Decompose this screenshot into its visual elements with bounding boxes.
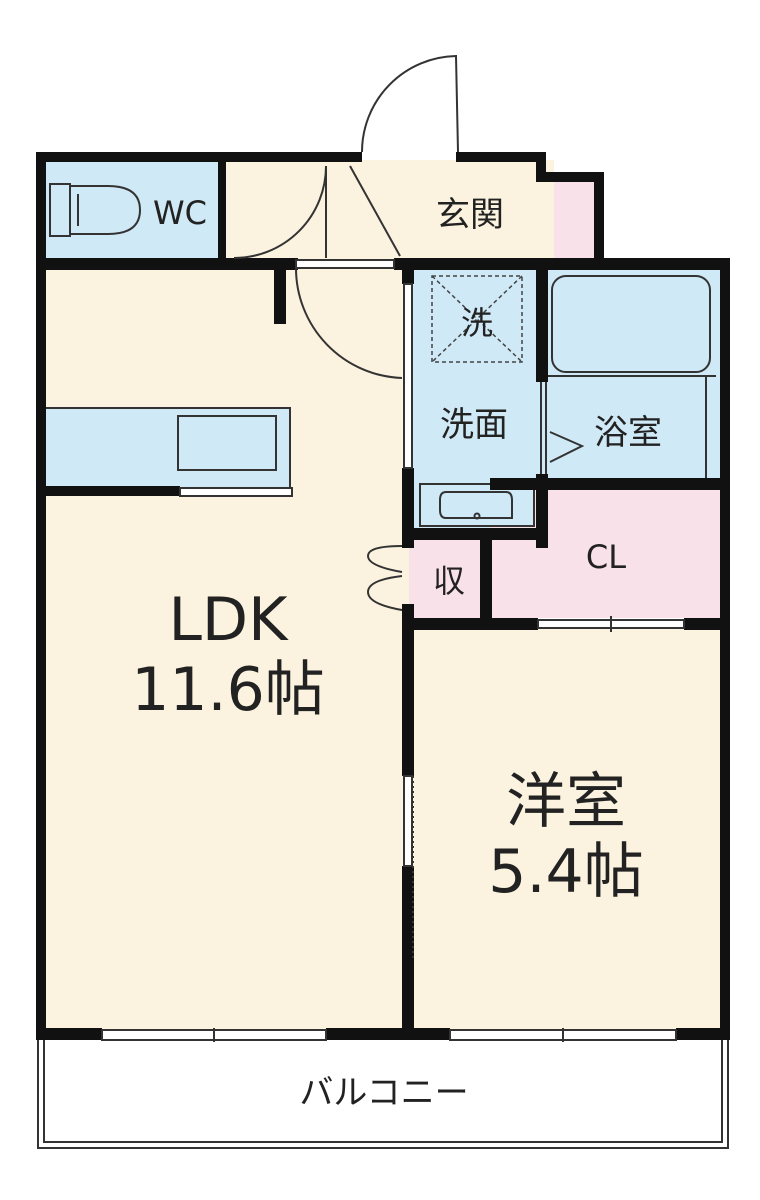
western-room-name-label: 洋室 — [506, 767, 626, 837]
bathtub — [551, 275, 711, 373]
washroom-label: 洗面 — [440, 405, 508, 445]
ldk-floor — [44, 268, 409, 1030]
toilet-icon — [49, 183, 142, 237]
walls — [36, 152, 730, 1040]
storage-floor — [409, 540, 483, 618]
sliding-door — [403, 775, 414, 960]
kitchen-sink — [177, 415, 277, 471]
door-swings — [233, 54, 459, 611]
ldk-size-label: 11.6帖 — [131, 655, 325, 725]
storage-label: 収 — [433, 562, 465, 600]
genkan-label: 玄関 — [436, 195, 504, 235]
washing-machine-space — [431, 275, 523, 363]
shoe-box — [554, 178, 594, 260]
ldk-name-label: LDK — [169, 585, 290, 655]
wc-label: WC — [153, 194, 207, 232]
western-room-size-label: 5.4帖 — [488, 837, 643, 907]
washbasin-icon — [419, 483, 535, 527]
washer-label: 洗 — [461, 304, 493, 342]
bath-door — [540, 382, 585, 478]
hall-floor — [224, 160, 554, 260]
ldk-door-jamb — [403, 283, 413, 469]
western-room-floor — [409, 626, 721, 1030]
bathroom-label: 浴室 — [594, 413, 662, 453]
windows — [101, 259, 685, 1042]
balcony-label: バルコニー — [299, 1073, 468, 1113]
closet-label: CL — [586, 538, 626, 576]
balcony — [37, 1040, 729, 1149]
